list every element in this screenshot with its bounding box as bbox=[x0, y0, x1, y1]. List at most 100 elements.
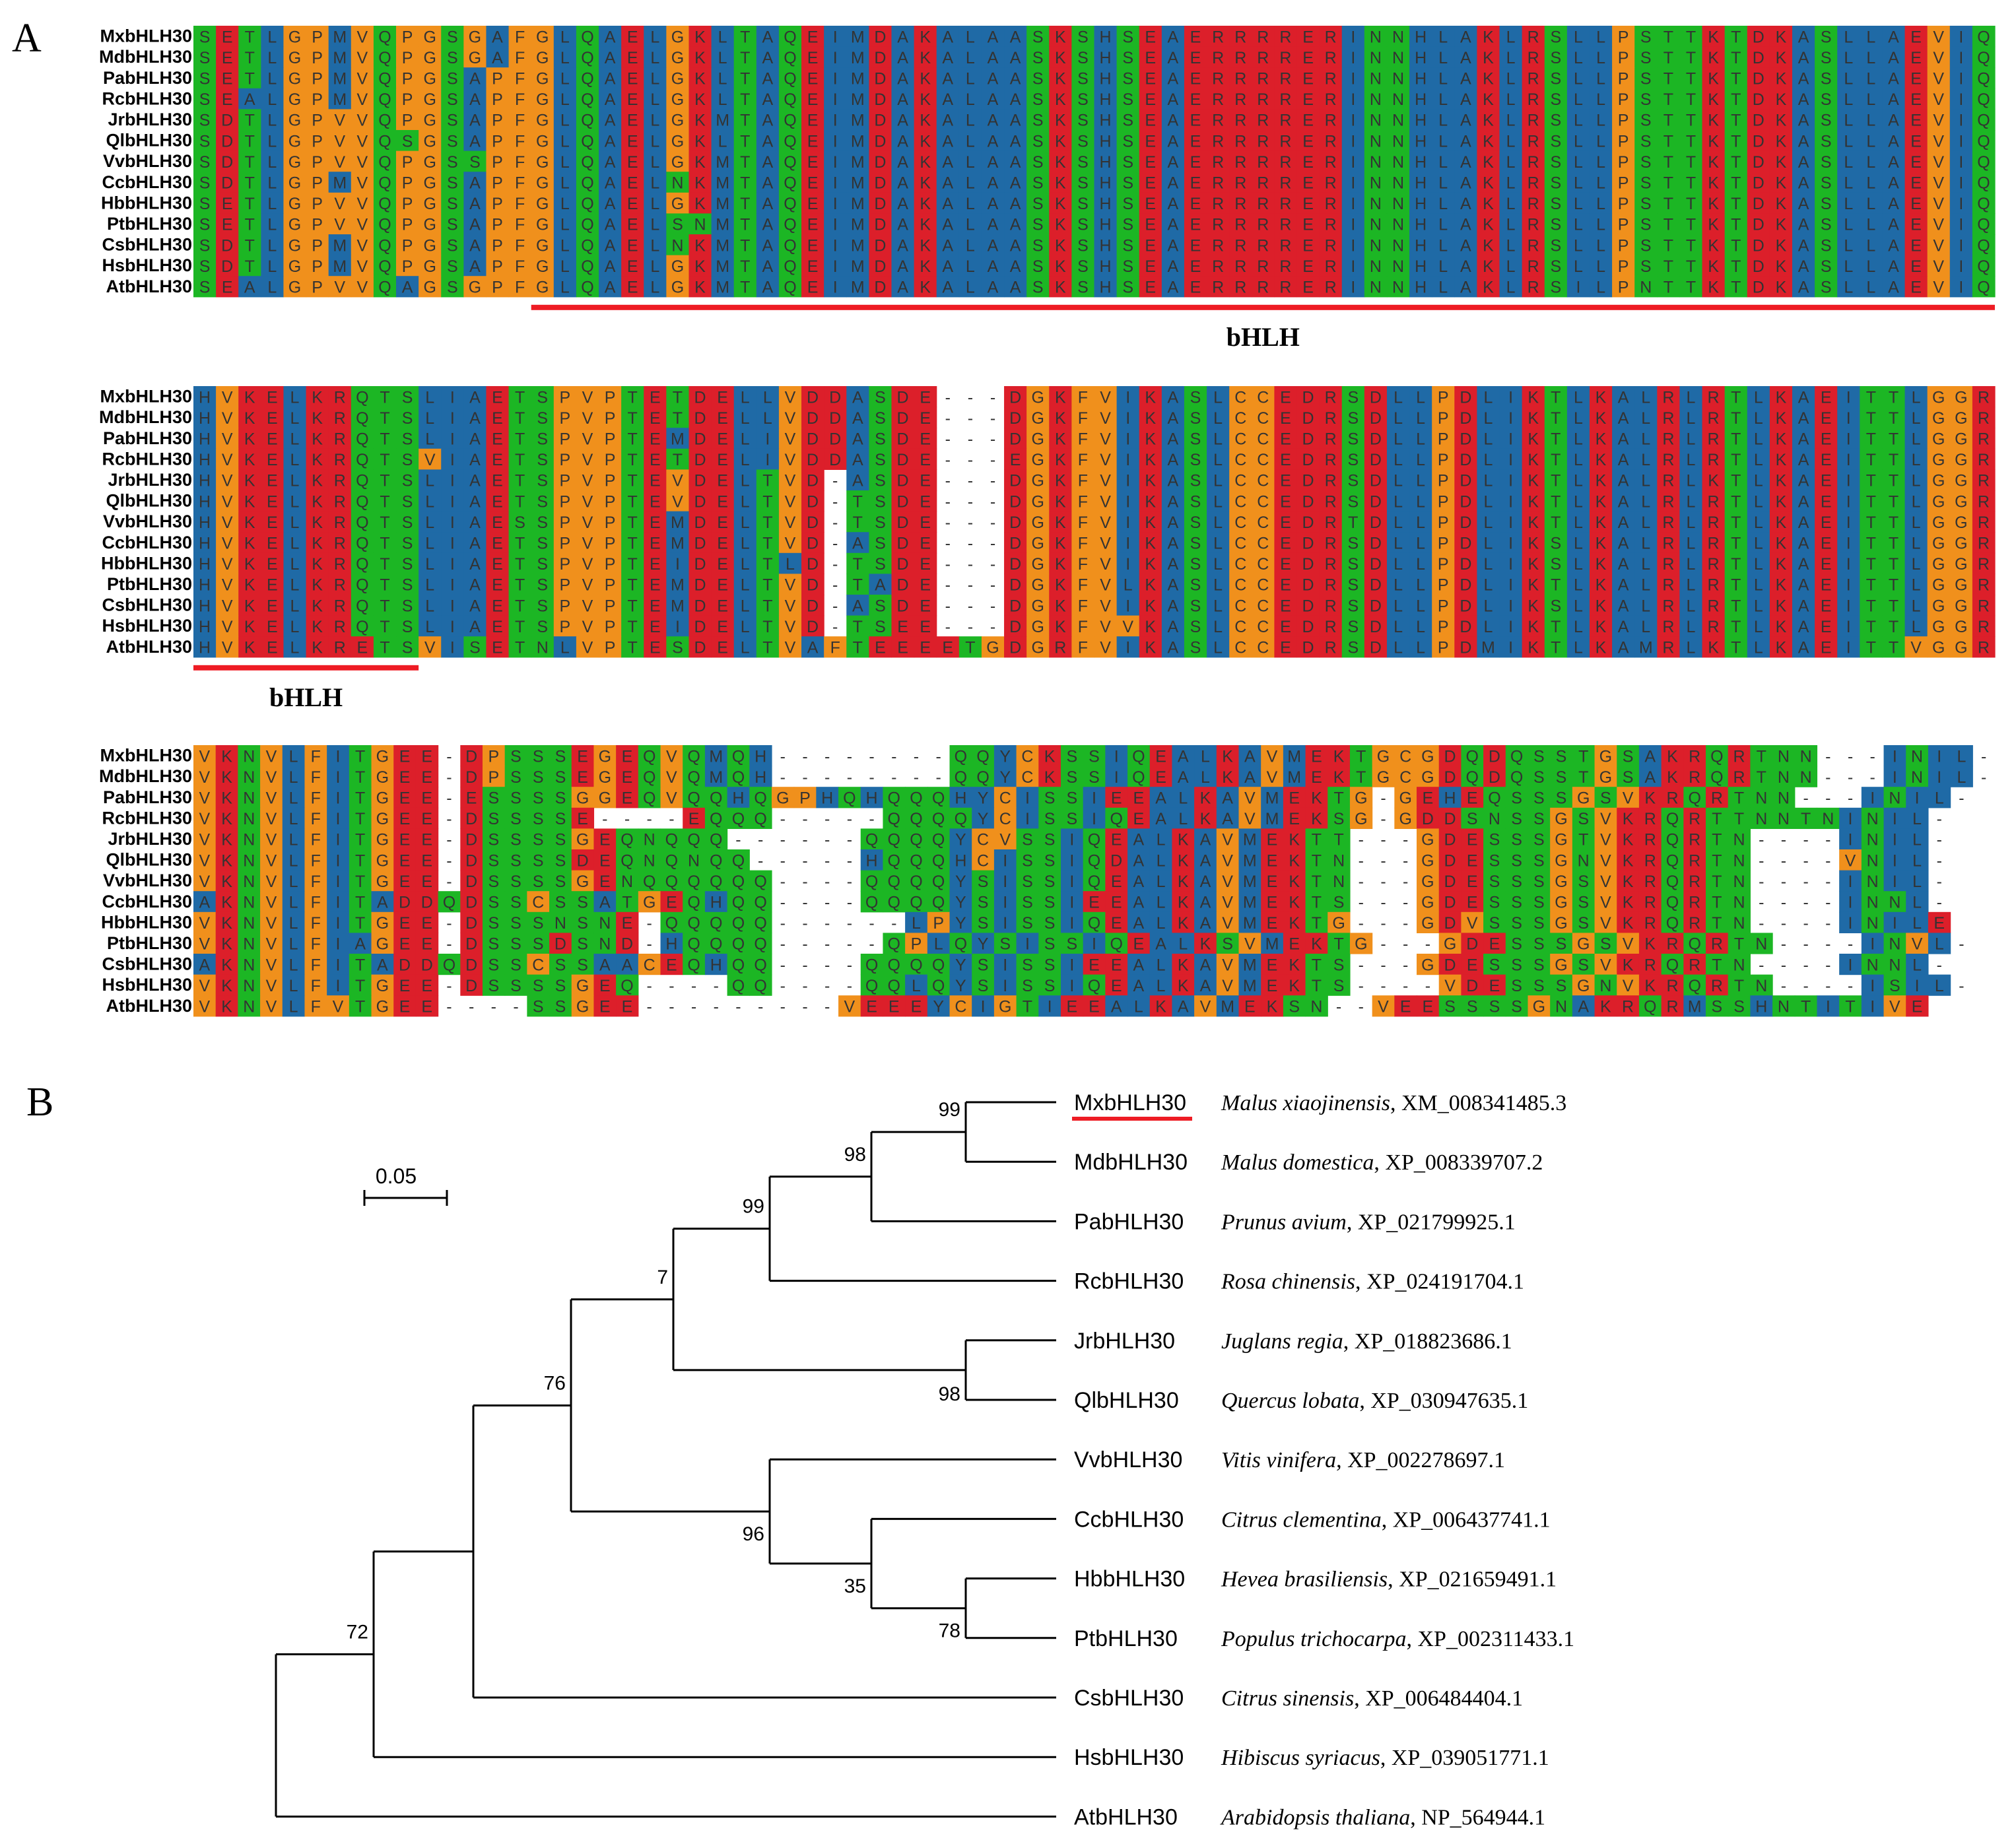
residue-letter: S bbox=[533, 747, 544, 766]
residue-letter: R bbox=[1662, 534, 1674, 552]
residue-letter: R bbox=[1978, 472, 1990, 490]
residue-letter: G bbox=[599, 789, 611, 807]
residue-letter: L bbox=[1574, 555, 1583, 574]
residue-letter: L bbox=[650, 174, 659, 192]
residue-letter: M bbox=[333, 69, 347, 88]
residue-letter: R bbox=[1325, 638, 1337, 657]
residue-letter: - bbox=[1825, 831, 1831, 849]
residue-letter: S bbox=[447, 278, 458, 296]
residue-letter: L bbox=[425, 388, 434, 407]
residue-letter: P bbox=[605, 430, 616, 448]
residue-letter: N bbox=[243, 851, 255, 870]
residue-letter: D bbox=[694, 492, 706, 511]
residue-letter: H bbox=[1100, 195, 1112, 213]
residue-letter: S bbox=[537, 430, 548, 448]
residue-letter: N bbox=[1392, 69, 1404, 88]
residue-letter: K bbox=[244, 472, 255, 490]
residue-letter: L bbox=[1866, 174, 1875, 192]
residue-letter: M bbox=[1265, 789, 1279, 807]
residue-letter: K bbox=[1145, 534, 1156, 552]
residue-letter: I bbox=[450, 618, 455, 636]
residue-letter: K bbox=[1055, 492, 1066, 511]
residue-letter: S bbox=[1550, 236, 1561, 255]
residue-letter: P bbox=[492, 236, 503, 255]
residue-letter: S bbox=[1190, 618, 1201, 636]
residue-letter: K bbox=[1200, 789, 1211, 807]
residue-letter: - bbox=[1803, 831, 1808, 849]
residue-letter: A bbox=[762, 195, 774, 213]
residue-letter: I bbox=[1508, 618, 1513, 636]
residue-letter: F bbox=[311, 768, 321, 787]
residue-letter: S bbox=[1511, 789, 1522, 807]
sequence-name: RcbHLH30 bbox=[102, 88, 192, 108]
residue-letter: D bbox=[1460, 472, 1471, 490]
residue-letter: R bbox=[1689, 747, 1700, 766]
residue-letter: E bbox=[1289, 810, 1300, 828]
residue-letter: A bbox=[469, 618, 481, 636]
residue-letter: M bbox=[671, 534, 685, 552]
residue-letter: P bbox=[312, 216, 323, 234]
residue-letter: S bbox=[1623, 768, 1634, 787]
residue-letter: C bbox=[1257, 618, 1269, 636]
residue-letter: R bbox=[1212, 257, 1224, 276]
residue-letter: K bbox=[1596, 597, 1607, 615]
residue-letter: - bbox=[968, 513, 973, 532]
residue-letter: T bbox=[515, 576, 525, 595]
residue-letter: G bbox=[1955, 555, 1967, 574]
residue-letter: E bbox=[627, 236, 638, 255]
residue-letter: A bbox=[1798, 409, 1809, 428]
residue-letter: A bbox=[1798, 492, 1809, 511]
residue-letter: V bbox=[199, 851, 211, 870]
residue-cell bbox=[1544, 26, 1568, 48]
residue-letter: S bbox=[1550, 597, 1561, 615]
residue-letter: E bbox=[1821, 513, 1832, 532]
residue-letter: F bbox=[1078, 638, 1088, 657]
residue-letter: L bbox=[1754, 492, 1763, 511]
residue-letter: L bbox=[1506, 132, 1516, 150]
residue-letter: D bbox=[807, 451, 819, 469]
residue-letter: S bbox=[1044, 810, 1056, 828]
residue-letter: K bbox=[1708, 638, 1719, 657]
residue-letter: E bbox=[492, 555, 503, 574]
residue-letter: G bbox=[1955, 451, 1967, 469]
residue-letter: K bbox=[1055, 409, 1066, 428]
residue-letter: V bbox=[222, 638, 233, 657]
residue-letter: E bbox=[1190, 153, 1201, 172]
residue-cell bbox=[599, 26, 622, 48]
residue-letter: H bbox=[732, 789, 744, 807]
sequence-name: PabHLH30 bbox=[103, 68, 192, 88]
residue-letter: T bbox=[673, 388, 683, 407]
residue-letter: V bbox=[1267, 747, 1278, 766]
residue-letter: S bbox=[537, 492, 548, 511]
residue-letter: R bbox=[1279, 216, 1291, 234]
residue-letter: K bbox=[1222, 768, 1233, 787]
residue-letter: Q bbox=[581, 236, 593, 255]
residue-letter: T bbox=[355, 851, 365, 870]
residue-letter: I bbox=[1959, 49, 1963, 67]
residue-letter: A bbox=[469, 513, 481, 532]
residue-letter: A bbox=[762, 112, 774, 130]
residue-letter: R bbox=[334, 409, 346, 428]
residue-letter: A bbox=[1010, 174, 1021, 192]
residue-letter: V bbox=[1600, 810, 1611, 828]
residue-letter: L bbox=[1506, 69, 1516, 88]
residue-letter: T bbox=[1731, 49, 1741, 67]
residue-letter: M bbox=[851, 195, 865, 213]
residue-letter: Q bbox=[732, 851, 745, 870]
residue-letter: K bbox=[1623, 810, 1634, 828]
residue-letter: Y bbox=[978, 810, 989, 828]
residue-letter: H bbox=[199, 430, 211, 448]
residue-letter: D bbox=[1370, 618, 1382, 636]
residue-letter: T bbox=[515, 430, 525, 448]
residue-letter: G bbox=[423, 132, 436, 150]
residue-letter: R bbox=[1528, 49, 1539, 67]
residue-letter: R bbox=[1325, 49, 1337, 67]
residue-letter: S bbox=[199, 174, 211, 192]
residue-letter: L bbox=[718, 132, 727, 150]
residue-letter: F bbox=[830, 638, 840, 657]
residue-letter: S bbox=[537, 451, 548, 469]
residue-letter: G bbox=[423, 257, 436, 276]
residue-letter: A bbox=[1168, 472, 1179, 490]
